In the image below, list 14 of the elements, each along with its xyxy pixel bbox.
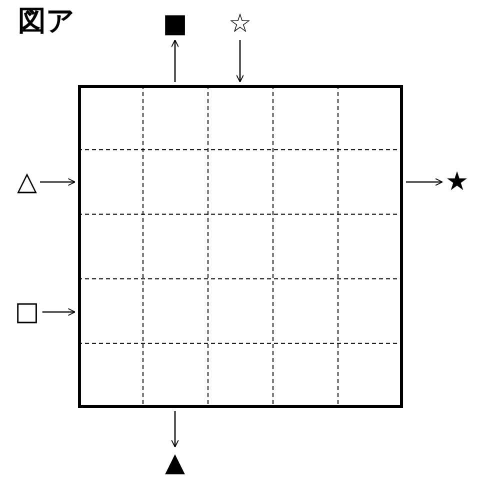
- symbol: ★: [445, 169, 469, 195]
- symbol: □: [14, 299, 40, 325]
- symbol: ■: [162, 11, 188, 37]
- arrow: [406, 178, 443, 186]
- arrow: [236, 40, 244, 82]
- figure-title: 図ア: [18, 6, 75, 37]
- symbol: ▲: [165, 450, 185, 476]
- arrow: [42, 308, 76, 316]
- arrow: [171, 40, 179, 82]
- arrow: [171, 411, 179, 448]
- grid: [78, 85, 403, 408]
- symbol: △: [17, 169, 37, 195]
- arrow: [40, 178, 76, 186]
- symbol: ☆: [228, 11, 252, 37]
